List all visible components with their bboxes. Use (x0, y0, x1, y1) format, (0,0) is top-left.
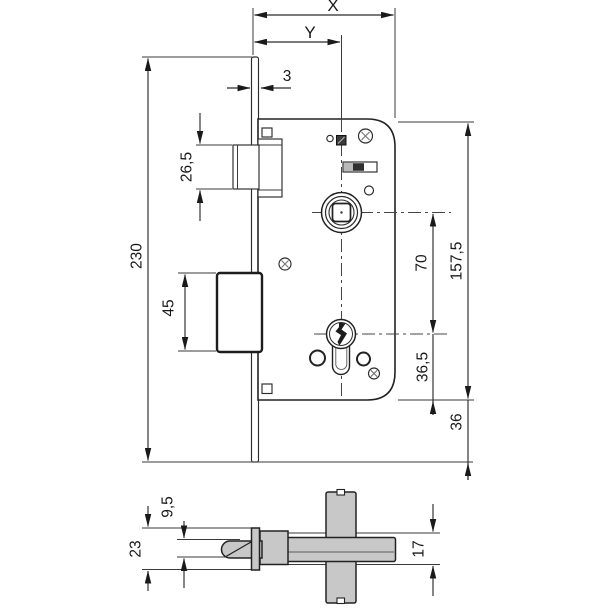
dimension-3: 3 (227, 68, 292, 92)
dimension-157_5: 157,5 (398, 121, 474, 401)
screw-bottom-right (367, 367, 381, 380)
latch-bolt (232, 138, 283, 198)
deadbolt (215, 271, 264, 354)
dimension-17: 17 (411, 504, 437, 596)
cutout-top-left (261, 127, 273, 138)
keyway (335, 322, 347, 346)
label-case-thickness: 17 (411, 540, 428, 557)
case-details (261, 127, 381, 395)
screw-top-right (357, 128, 374, 144)
faceplate-bottom-view (250, 527, 261, 571)
latch-head (257, 138, 283, 198)
label-backset-total: X (327, 0, 338, 15)
latch-bevel (225, 541, 252, 558)
spindle-notch-bottom (336, 597, 346, 605)
label-faceplate-length: 230 (129, 243, 146, 269)
bottom-view (142, 488, 440, 605)
dimension-9_5: 9,5 (160, 496, 188, 588)
front-view (215, 56, 451, 463)
label-deadbolt-height: 45 (161, 299, 178, 316)
euro-cylinder (325, 318, 357, 376)
label-latch-thickness: 9,5 (160, 496, 177, 518)
dimension-70: 70 (414, 213, 437, 334)
label-spindle-to-cylinder: 70 (414, 254, 431, 272)
dimension-36_5: 36,5 (415, 334, 437, 415)
label-latch-height: 26,5 (179, 152, 196, 182)
case-front-block (259, 530, 289, 566)
label-cylinder-to-case-bottom: 36,5 (415, 352, 432, 382)
dimension-23: 23 (128, 506, 152, 591)
cutout-bottom-left (261, 383, 273, 395)
pin-hole-small (326, 134, 334, 143)
lock-case (257, 118, 396, 401)
pin-hole (363, 185, 375, 196)
slider-lever (342, 161, 378, 173)
fixing-hole-right (356, 351, 371, 367)
dimension-X: X (252, 0, 396, 118)
stop-square (336, 135, 347, 146)
dimension-45: 45 (161, 272, 216, 352)
label-faceplate-thickness: 3 (283, 68, 292, 85)
dimension-230: 230 (129, 56, 473, 463)
fixing-hole-left (309, 349, 326, 367)
dimension-26_5: 26,5 (179, 113, 232, 221)
spindle-follower (320, 191, 363, 234)
screw-mid-left (278, 257, 292, 271)
dimension-36: 36 (449, 400, 472, 480)
label-faceplate-width: 23 (128, 540, 145, 557)
latch-bolt-front (232, 144, 260, 190)
dimension-Y: Y (253, 23, 342, 119)
spindle-notch-top (336, 488, 346, 496)
label-case-bottom-to-faceplate-end: 36 (449, 413, 466, 430)
label-backset: Y (304, 23, 315, 42)
label-case-length: 157,5 (449, 242, 466, 281)
